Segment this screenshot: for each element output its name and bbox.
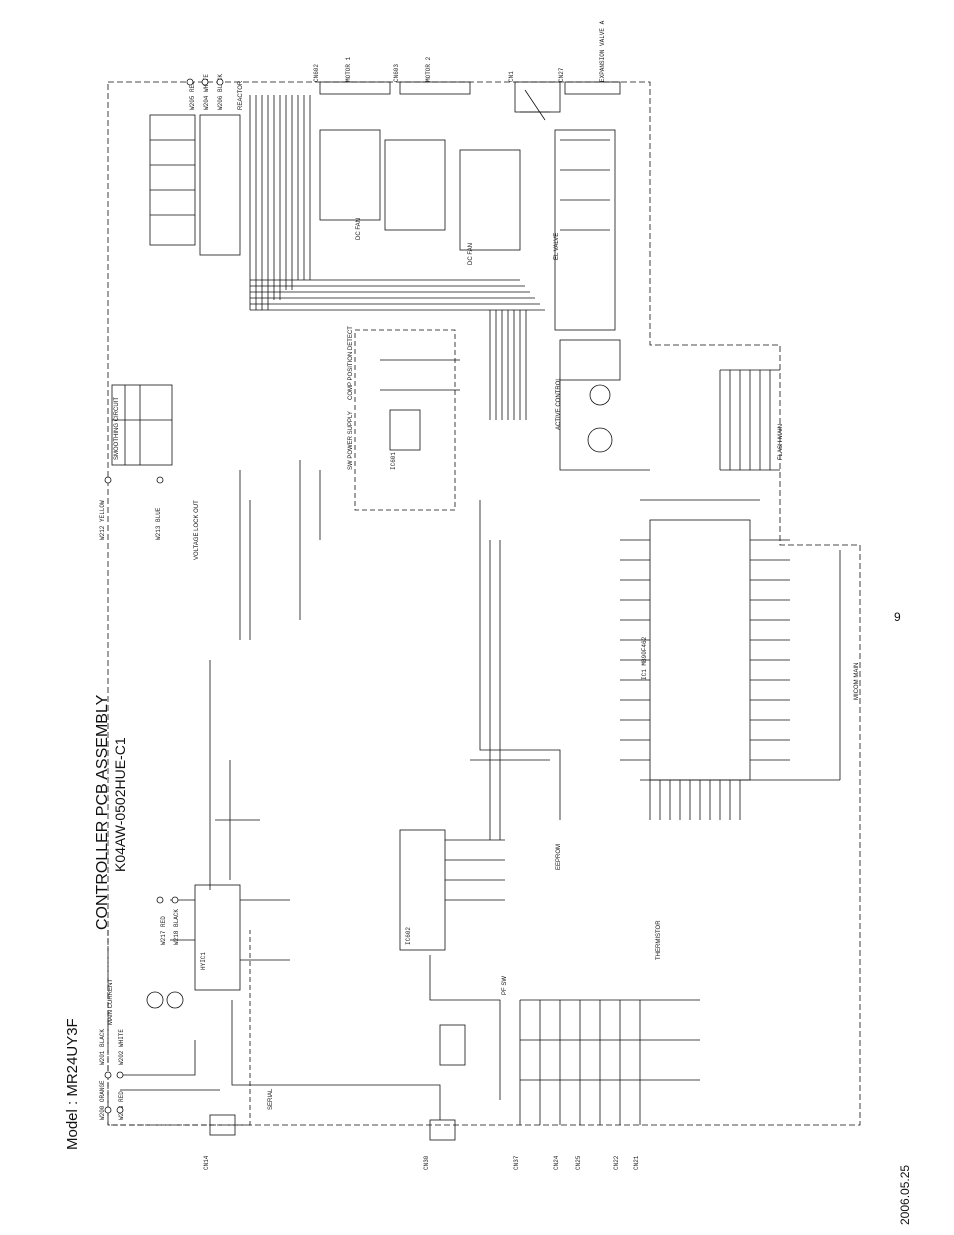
cn27-label: CN27 <box>558 67 565 82</box>
cn21-label: CN21 <box>633 1155 640 1170</box>
terminal-w202: W202 WHITE <box>118 1029 125 1065</box>
main-current-section <box>107 930 251 1126</box>
connector-labels: CN14 CN30 CN602 CN603 CN27 CN1 CN37 CN24… <box>203 64 640 1170</box>
transformer <box>389 409 421 451</box>
smoothing-circuit-area <box>111 384 173 466</box>
page-number: 9 <box>894 610 901 624</box>
dc-fan1-driver <box>384 139 446 231</box>
part-labels: IC1 MB90F462 HYIC1 IC601 IC602 <box>200 452 648 970</box>
serial-label: SERIAL <box>268 1088 274 1110</box>
cn602-label: CN602 <box>313 64 320 82</box>
dc-fan2-label: DC FAN <box>468 243 474 265</box>
cn22-label: CN22 <box>613 1155 620 1170</box>
ic602-body <box>399 829 446 951</box>
el-valve-label: EL VALVE <box>554 233 560 260</box>
block-labels: SMOOTHING CIRCUIT VOLTAGE LOCK OUT SW PO… <box>108 80 860 1110</box>
active-control-label: ACTIVE CONTROL <box>556 377 562 430</box>
terminal-w201: W201 BLACK <box>99 1029 106 1065</box>
hyic1-label: HYIC1 <box>200 952 207 970</box>
terminal-w203: W203 RED <box>118 1091 125 1120</box>
ic601-label: IC601 <box>390 452 397 470</box>
cn25-label: CN25 <box>575 1155 582 1170</box>
terminal-markers <box>104 78 224 1114</box>
active-control-connector <box>559 339 621 381</box>
micom-peripheral-lines <box>649 780 741 820</box>
upper-bus-wires <box>249 95 311 310</box>
motor2-connector <box>399 81 471 95</box>
cn14-body <box>209 1114 236 1136</box>
cn1-connector <box>514 81 561 113</box>
motor2-label: MOTOR 2 <box>425 56 432 82</box>
terminal-w212: W212 YELLOW <box>99 500 106 540</box>
motor-labels: MOTOR 1 MOTOR 2 EXPANSION VALVE A <box>345 20 606 82</box>
pf-sw-label: PF SW <box>502 976 508 995</box>
terminal-w204: W204 WHITE <box>203 74 210 110</box>
flash-main-label: FLASH MAIN <box>778 424 784 460</box>
hyic1-body <box>194 884 241 991</box>
el-valve-area <box>554 129 616 331</box>
cn27-connector <box>564 81 621 95</box>
main-current-label: MAIN CURRENT <box>108 979 114 1025</box>
horizontal-bus-lines <box>250 279 545 311</box>
dc-fan1-label: DC FAN <box>356 218 362 240</box>
ic1-label: IC1 MB90F462 <box>641 636 648 680</box>
terminal-labels: W200 ORANGE W201 BLACK W202 WHITE W203 R… <box>99 74 224 1120</box>
sw-power-supply-section <box>354 329 456 511</box>
signal-drops <box>489 310 527 420</box>
voltage-lock-out-label: VOLTAGE LOCK OUT <box>194 500 200 560</box>
ic602-label: IC602 <box>405 927 412 945</box>
terminal-w200: W200 ORANGE <box>99 1080 106 1120</box>
cn24-label: CN24 <box>553 1155 560 1170</box>
cn37-label: CN37 <box>513 1155 520 1170</box>
ic-pins <box>620 539 790 761</box>
reactor-label: REACTOR <box>238 80 244 110</box>
expansion-valve-label: EXPANSION VALVE A <box>599 20 606 82</box>
comp-position-label: COMP POSITION DETECT <box>348 326 354 400</box>
motor1-label: MOTOR 1 <box>345 56 352 82</box>
terminal-w213: W213 BLUE <box>155 507 162 540</box>
dc-fan2-area <box>459 149 521 251</box>
eeprom-label: EEPROM <box>556 844 562 870</box>
terminal-w217: W217 RED <box>160 916 167 945</box>
serial-driver <box>439 1024 466 1066</box>
motor1-connector <box>319 81 391 95</box>
terminal-w218: W218 BLACK <box>173 909 180 945</box>
micom-main-label: MICOM MAIN <box>854 663 860 700</box>
terminal-w205: W205 RED <box>189 81 196 110</box>
micom-ic-body <box>649 519 751 781</box>
terminal-w206: W206 BLACK <box>217 74 224 110</box>
smoothing-circuit-label: SMOOTHING CIRCUIT <box>114 397 120 460</box>
board-outline <box>107 81 861 1126</box>
cn1-label: CN1 <box>508 71 515 82</box>
thermistor-label: THERMISTOR <box>656 920 662 960</box>
dc-fan1-area <box>319 129 381 221</box>
cn14-label: CN14 <box>203 1155 210 1170</box>
cn30-body <box>429 1119 456 1141</box>
sw-power-supply-label: SW POWER SUPPLY <box>348 411 354 470</box>
cn603-label: CN603 <box>393 64 400 82</box>
sensor-connector-lines <box>519 999 700 1125</box>
resistor-network <box>149 114 196 246</box>
cn30-label: CN30 <box>423 1155 430 1170</box>
